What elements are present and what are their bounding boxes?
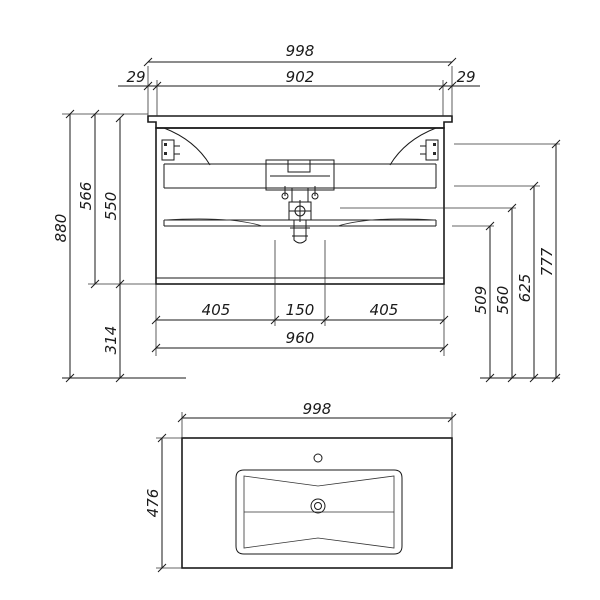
top-view: 998 476	[144, 400, 457, 573]
dim-right-offset: 29	[443, 68, 480, 91]
basin-top	[147, 115, 453, 129]
dim-label-150: 150	[286, 301, 315, 319]
dim-overall-width: 998	[143, 42, 457, 116]
bracket-right	[420, 139, 439, 161]
dim-label-405-left: 405	[202, 301, 231, 319]
siphon	[265, 159, 335, 244]
drawer-2-curve-right	[337, 218, 437, 227]
dim-inner-width: 902	[152, 68, 448, 116]
drain-outer	[310, 498, 326, 514]
dim-label-960: 960	[286, 329, 315, 347]
dim-label-625: 625	[516, 274, 534, 303]
dim-label-405-right: 405	[370, 301, 399, 319]
dim-label-902: 902	[286, 68, 315, 86]
dim-label-880: 880	[52, 214, 70, 243]
dim-label-777: 777	[538, 247, 556, 276]
bracket-left	[161, 139, 180, 161]
cabinet-body	[155, 127, 445, 285]
dim-label-998: 998	[286, 42, 315, 60]
dim-top-width: 998	[177, 400, 457, 438]
dim-left-heights: 880 566 550 314	[52, 109, 156, 383]
dim-base-width: 960	[151, 329, 449, 353]
dim-label-509: 509	[472, 286, 490, 315]
dim-label-566: 566	[77, 182, 95, 211]
dim-left-offset: 29	[118, 68, 157, 91]
drain-inner	[314, 502, 322, 510]
basin-outline	[181, 437, 453, 569]
basin-bowl-outer	[235, 469, 403, 555]
dim-label-29-right: 29	[456, 68, 475, 86]
basin-bowl-right	[389, 127, 437, 166]
dim-label-314: 314	[102, 326, 120, 355]
dim-segments: 405 150 405	[151, 240, 449, 356]
front-view: 998 902 29 29	[52, 42, 561, 383]
dim-label-29-left: 29	[126, 68, 145, 86]
tap-hole	[313, 453, 323, 463]
drawer-2-curve-left	[163, 218, 263, 227]
dim-right-heights: 509 560 625 777	[340, 139, 561, 383]
basin-bowl-inner	[243, 475, 395, 549]
dim-top-depth: 476	[144, 433, 182, 573]
dim-label-550: 550	[102, 192, 120, 221]
dim-label-560: 560	[494, 286, 512, 315]
basin-bowl-left	[163, 127, 211, 166]
dim-label-476: 476	[144, 489, 162, 518]
dim-label-top-998: 998	[303, 400, 332, 418]
